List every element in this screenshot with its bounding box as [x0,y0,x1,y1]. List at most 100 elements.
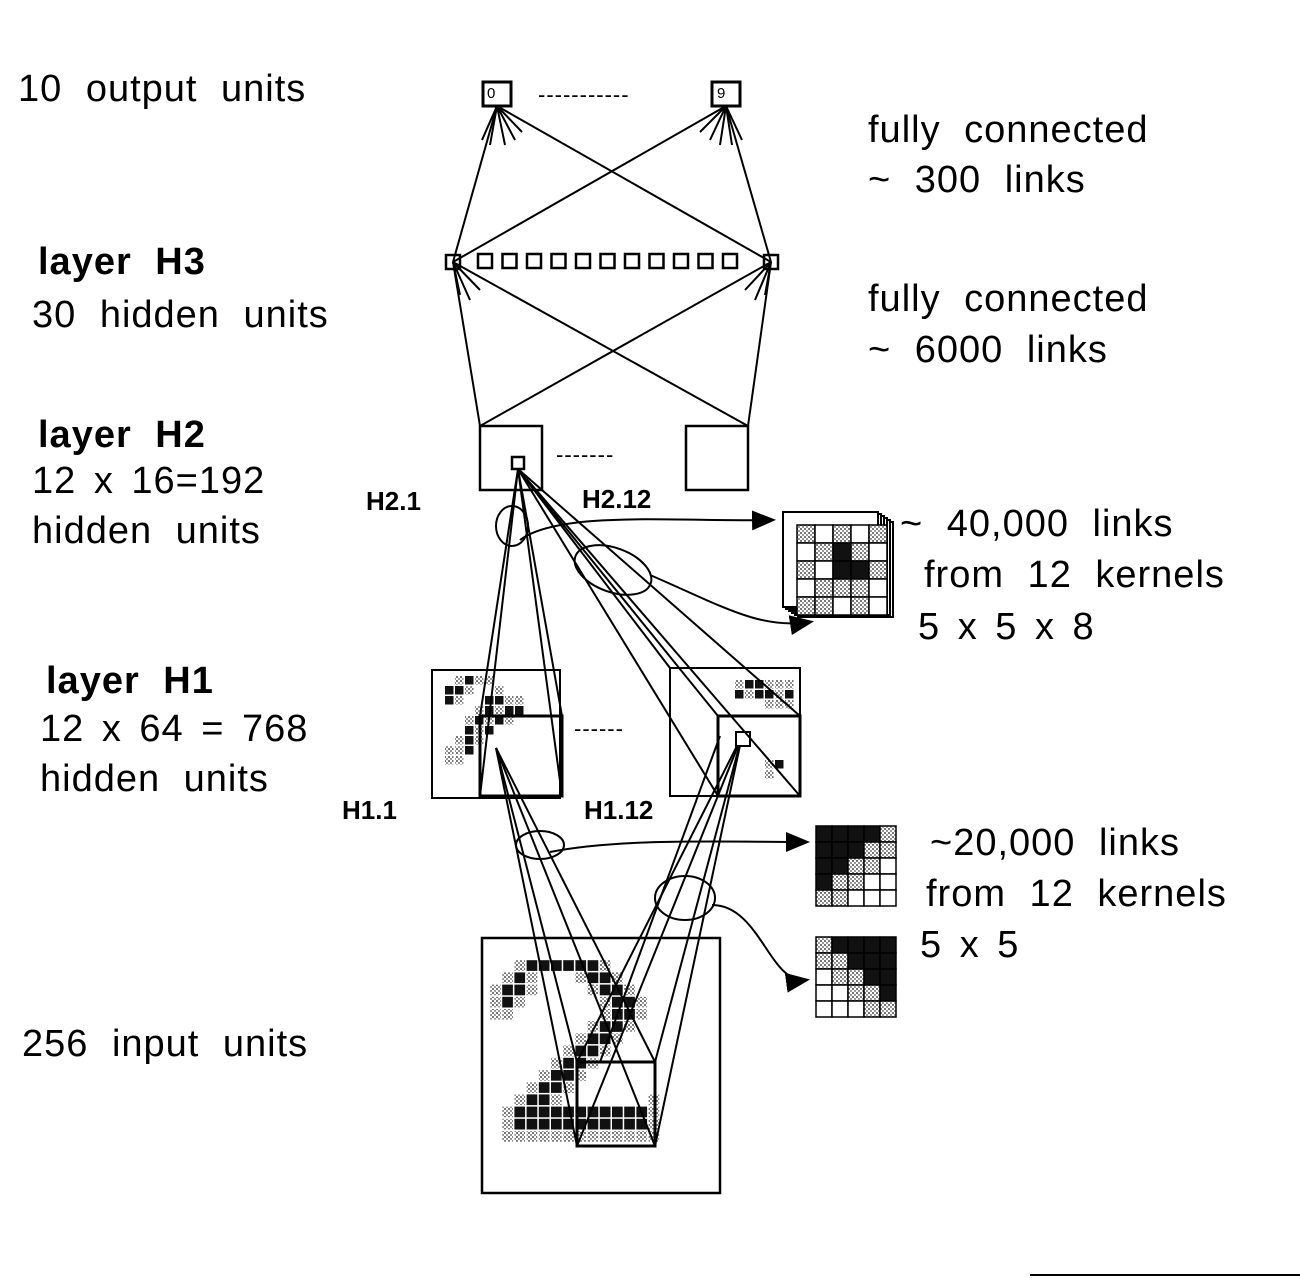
kernel-cell [814,542,834,562]
kernel-cell [879,873,897,891]
pixel [485,676,494,685]
pixel [612,984,623,996]
pixel [785,700,794,709]
kernel-cell [868,560,888,580]
kernel-cell [831,857,849,875]
h2-title: layer H2 [38,414,206,456]
kernel-cell [850,524,870,544]
kernel-cell [850,542,870,562]
input-h1-conn-line2: from 12 kernels [926,873,1227,915]
kernel-cell [879,825,897,843]
kernel-cell [847,984,865,1002]
pixel [612,1106,623,1118]
kernel-cell [879,968,897,986]
kernel-cell [814,578,834,598]
h2-size: 12 x 16=192 [32,460,266,502]
pixel [490,996,501,1008]
kernel-cell [847,936,865,954]
pixel [515,706,524,715]
h2-map-first-label: H2.1 [366,486,421,516]
kernel-cell [815,952,833,970]
h3-unit [648,252,665,270]
pixel [587,972,599,984]
pixel [514,1106,526,1118]
pixel [563,1106,574,1118]
pixel [538,1094,550,1106]
pixel [551,1131,562,1142]
kernel-arrows [519,510,814,993]
pixel [599,1009,611,1020]
pixel [465,746,474,755]
kernel-cell [879,889,897,907]
pixel [599,1033,611,1045]
pixel [551,1106,562,1118]
output-unit-9-label: 9 [717,85,726,102]
pixel [490,984,501,996]
h1-h2-conn-line2: from 12 kernels [924,554,1225,596]
h3-title: layer H3 [38,241,206,283]
kernel-cell [815,841,833,859]
pixel [514,1131,526,1142]
pixel [526,1106,538,1118]
kernel-cell [847,889,865,907]
pixel [502,1131,513,1142]
pixel [612,1021,623,1032]
pixel [745,690,754,699]
pixel [502,1118,513,1130]
kernel-cell [796,560,816,580]
pixel [538,1118,550,1130]
h1-h2-links [478,468,802,798]
kernel-cell [863,1000,881,1018]
h1-layer [431,667,801,799]
pixel [538,960,550,971]
pixel [612,1131,623,1142]
h3-output-links [452,105,772,263]
pixel [455,686,464,695]
pixel [612,1118,623,1130]
h3-unit [672,252,690,270]
kernel-cell [796,524,816,544]
pixel [587,1033,599,1045]
pixel [636,996,648,1008]
kernel-cell [868,524,888,544]
h1-size: 12 x 64 = 768 [40,708,309,750]
pixel [765,700,774,709]
output-layer-label: 10 output units [18,68,307,110]
pixel [515,696,524,705]
kernel-cell [832,542,852,562]
pixel [502,1106,513,1118]
pixel [445,756,454,765]
kernel-cell [868,596,888,616]
pixel [755,680,764,689]
pixel [514,996,526,1008]
pixel [624,1131,635,1142]
kernel-cell [847,825,865,843]
input-h1-conn-line1: ~20,000 links [930,822,1180,864]
kernel-cell [796,542,816,562]
h2-h3-conn-line1: fully connected [868,278,1149,320]
pixel [495,706,504,715]
kernel-cell [868,578,888,598]
pixel [455,756,464,765]
pixel [514,960,526,971]
pixel [551,1118,562,1130]
pixel [575,960,587,971]
pixel [475,676,484,685]
pixel [636,1131,648,1142]
pixel [502,972,513,984]
pixel [599,972,611,984]
input-layer [480,936,722,1195]
h2-units: hidden units [32,510,261,552]
kernel-stack-icon [782,511,894,618]
pixel [624,1021,635,1032]
h1-dashes: ------ [574,716,624,741]
kernel-icon-1 [815,825,897,907]
pixel [526,1118,538,1130]
output-unit-0-label: 0 [487,85,496,102]
pixel [775,680,784,689]
pixel [445,696,454,705]
pixel [612,1033,623,1045]
pixel [563,1045,574,1057]
pixel [612,972,623,984]
